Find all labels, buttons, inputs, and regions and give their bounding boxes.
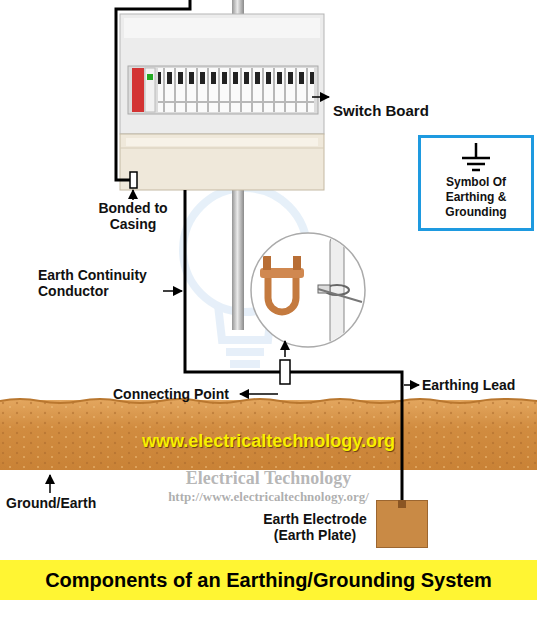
diagram-title: Components of an Earthing/Grounding Syst… (0, 568, 537, 592)
part-label: Ground/Earth (6, 495, 96, 511)
pipe (330, 236, 344, 346)
switch-board: Switch Board (120, 14, 324, 190)
earth-conductor (185, 190, 402, 500)
leader-arrow (163, 290, 182, 292)
clamp-bolt (263, 256, 271, 270)
cover-lip (126, 138, 318, 146)
switch-board-art (120, 14, 324, 190)
watermark: Electrical Technology (0, 468, 537, 488)
symbol-box-fill (418, 135, 534, 231)
ground-texture (0, 400, 537, 470)
symbol-caption: Symbol Of Earthing & Grounding (432, 175, 520, 220)
leader-arrow (284, 341, 286, 357)
title-band: Components of an Earthing/Grounding Syst… (0, 560, 537, 600)
symbol-bar (472, 169, 480, 172)
ground-band (0, 400, 537, 470)
indicator (147, 74, 153, 80)
copper-clamp (268, 274, 296, 312)
board-body (120, 14, 324, 134)
part-label: Bonded to Casing (88, 200, 178, 232)
symbol-bar (467, 163, 485, 166)
leader-arrow (312, 96, 329, 98)
clamp-bolt (293, 256, 301, 270)
clamp-strip (318, 289, 362, 302)
ground-surface (0, 399, 537, 403)
breakers (158, 68, 314, 112)
part-label: Earth Continuity Conductor (38, 267, 163, 299)
symbol-bar (462, 157, 490, 160)
conduit-pipe (232, 190, 244, 330)
part-name: Switch Board (333, 102, 429, 120)
clamp-illustration (260, 236, 362, 346)
leader-arrow (240, 393, 278, 395)
main-switch (132, 68, 144, 112)
leader-arrow (404, 384, 419, 386)
leader-arrow (132, 190, 134, 200)
rcd-module (145, 68, 155, 112)
part-label: Earthing Lead (422, 377, 515, 393)
casing-bond (130, 172, 137, 188)
conduit-pipe (232, 0, 244, 14)
bulb-base (226, 352, 264, 364)
earth-symbol (462, 143, 490, 170)
board-highlight (124, 18, 320, 38)
watermark: http://www.electricaltechnology.org/ (0, 489, 537, 504)
part-name: Earth Electrode (Earth Plate) (257, 511, 373, 543)
symbol-box: Symbol Of Earthing & Grounding (418, 135, 534, 231)
earth-electrode: Earth Electrode (Earth Plate) (376, 500, 428, 548)
connecting-point (280, 360, 290, 384)
leader-arrow (49, 475, 51, 493)
symbol-stem (475, 143, 478, 158)
part-label: Connecting Point (113, 386, 229, 402)
board-cover (120, 134, 324, 190)
cover-edge (120, 148, 324, 149)
watermark: www.electricaltechnology.org (0, 430, 537, 452)
detail-circle (251, 233, 365, 347)
earth-wire (116, 0, 190, 180)
breaker-rail (128, 66, 318, 114)
